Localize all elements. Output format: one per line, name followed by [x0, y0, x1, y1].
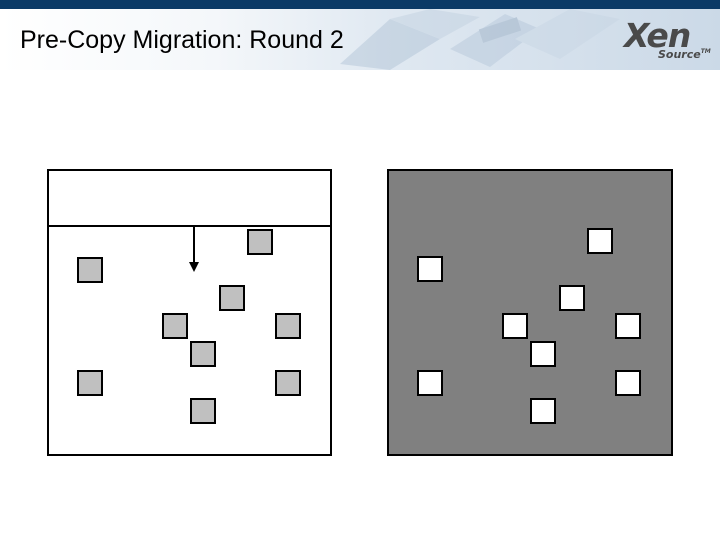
memory-page: [190, 398, 216, 424]
source-host-memory: [47, 169, 332, 456]
memory-page: [275, 370, 301, 396]
source-host-band: [49, 171, 330, 227]
memory-page: [77, 370, 103, 396]
memory-page: [417, 370, 443, 396]
memory-page: [219, 285, 245, 311]
memory-page: [587, 228, 613, 254]
logo-sub-text: SourceTM: [658, 48, 711, 61]
slide-header: Pre-Copy Migration: Round 2 Xen SourceTM: [0, 0, 720, 70]
memory-page: [247, 229, 273, 255]
logo-main-text: Xen: [624, 16, 691, 55]
memory-page: [559, 285, 585, 311]
memory-page: [77, 257, 103, 283]
header-bar: [0, 0, 720, 9]
xensource-logo: Xen SourceTM: [618, 14, 714, 64]
memory-page: [162, 313, 188, 339]
destination-host-memory: [387, 169, 673, 456]
memory-page: [615, 313, 641, 339]
satellite-icon: [340, 9, 620, 70]
memory-page: [502, 313, 528, 339]
memory-page: [417, 256, 443, 282]
memory-page: [275, 313, 301, 339]
slide-title: Pre-Copy Migration: Round 2: [20, 26, 344, 54]
down-arrow-icon: [189, 227, 199, 272]
memory-page: [190, 341, 216, 367]
memory-page: [530, 398, 556, 424]
logo-sub-word: Source: [658, 48, 701, 61]
memory-page: [615, 370, 641, 396]
memory-page: [530, 341, 556, 367]
logo-trademark: TM: [700, 48, 711, 55]
